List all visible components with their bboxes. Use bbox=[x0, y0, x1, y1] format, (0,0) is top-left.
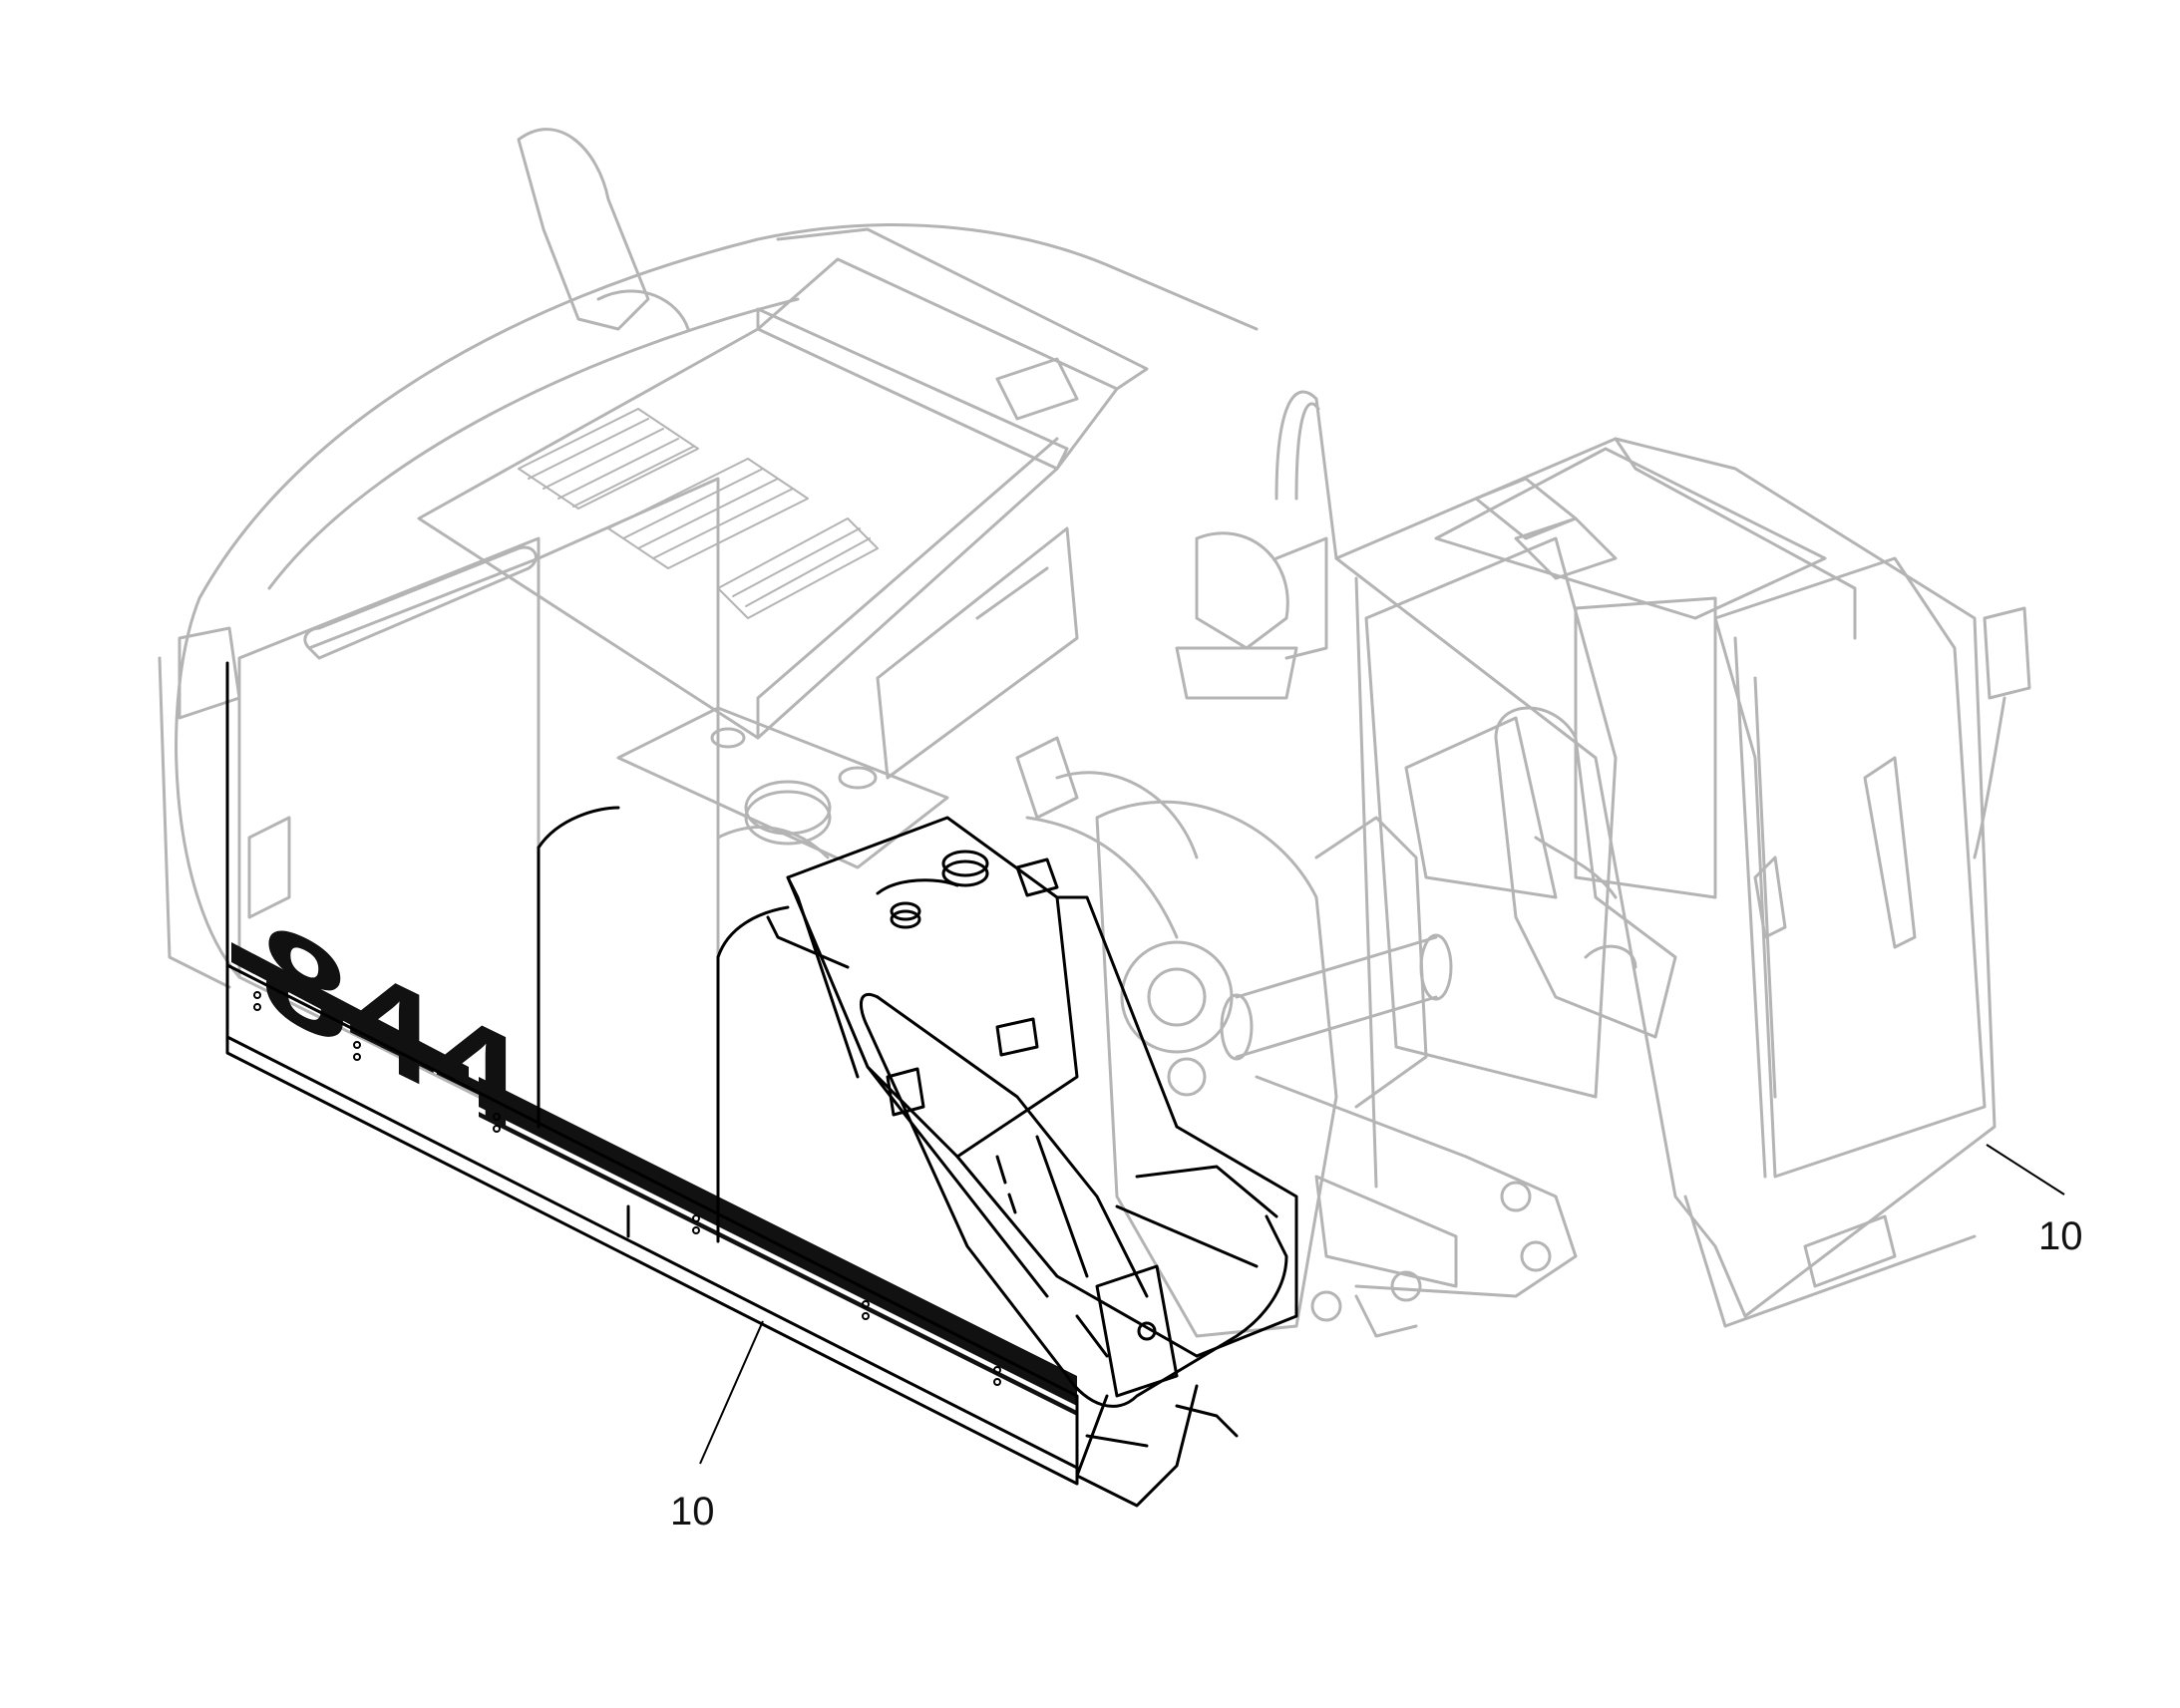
leader-lines bbox=[699, 1144, 2065, 1465]
model-decal: 844 bbox=[231, 890, 1077, 1416]
tank-box bbox=[786, 816, 1079, 1159]
fuel-cap bbox=[744, 790, 832, 846]
leader-line-right bbox=[1986, 1144, 2065, 1196]
exhaust-stack bbox=[517, 128, 650, 331]
side-skirt bbox=[225, 963, 1079, 1486]
cab-door-window bbox=[1574, 596, 1717, 899]
cab-front-window bbox=[1713, 556, 1987, 1179]
step-box bbox=[1095, 1264, 1179, 1398]
tank-cap bbox=[941, 859, 989, 887]
hood-grille bbox=[518, 408, 879, 619]
excavator-upper-structure bbox=[158, 128, 2031, 1338]
highlighted-frame-cover bbox=[225, 661, 1298, 1508]
cab-roof bbox=[1434, 447, 1827, 620]
callout-label-right: 10 bbox=[2038, 1214, 2083, 1258]
tank-top bbox=[616, 706, 949, 869]
mirror bbox=[1983, 606, 2031, 700]
callout-label-left: 10 bbox=[670, 1490, 715, 1534]
boom-foot bbox=[1095, 800, 1338, 1338]
operator-seat bbox=[1494, 706, 1677, 1039]
counterweight-outline bbox=[175, 223, 1259, 979]
guard-frame bbox=[859, 992, 1288, 1408]
leader-line-left bbox=[699, 1320, 764, 1465]
skirt-bolts bbox=[253, 991, 1001, 1386]
